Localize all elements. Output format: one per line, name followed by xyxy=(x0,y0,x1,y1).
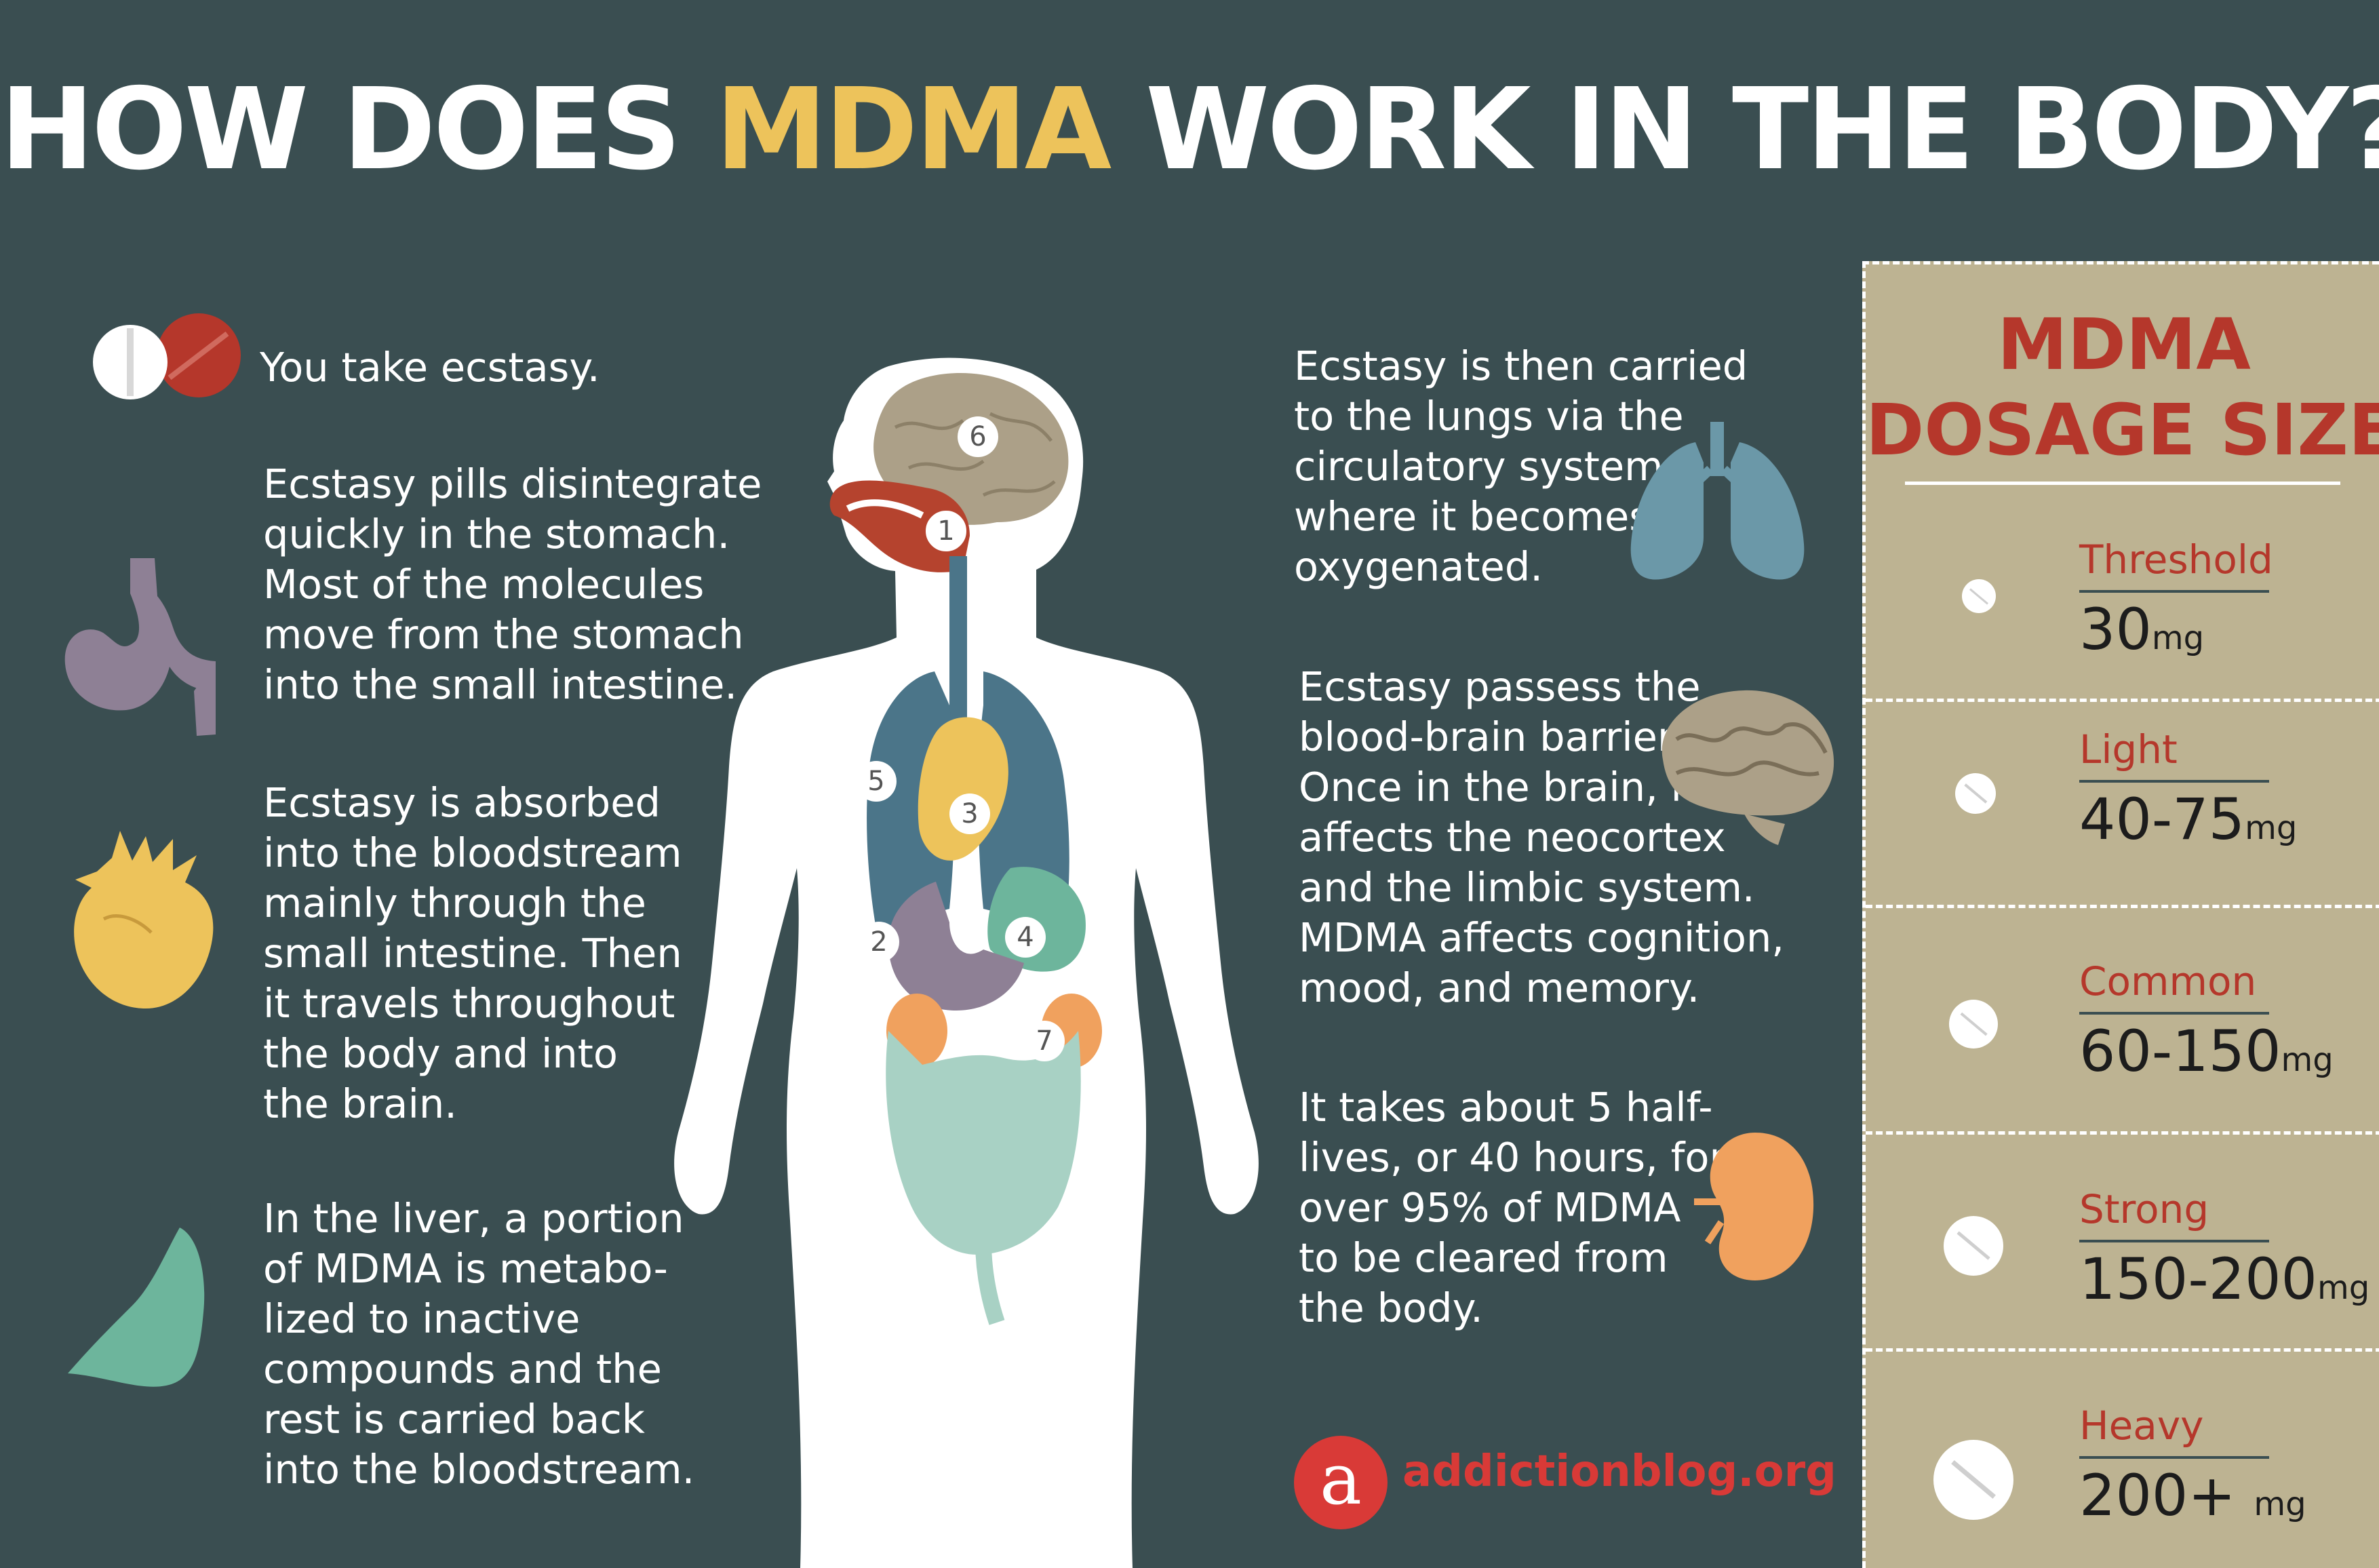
pill-icon xyxy=(1949,1000,1998,1048)
brain-icon xyxy=(1662,690,1834,845)
marker-2: 2 xyxy=(859,922,899,962)
addictionblog-logo: a xyxy=(1294,1436,1388,1529)
step-text-stomach: Ecstasy pills disintegrate quickly in th… xyxy=(263,460,762,708)
title-divider xyxy=(1905,482,2340,485)
lungs-icon xyxy=(1630,422,1805,580)
title-part1: HOW DOES xyxy=(0,64,682,195)
dosage-panel: MDMA DOSAGE SIZES Threshold 30mg Light 4… xyxy=(1862,261,2379,1568)
kidney-icon xyxy=(1694,1133,1814,1280)
page-title: HOW DOES MDMA WORK IN THE BODY? xyxy=(0,62,2379,198)
dosage-separator xyxy=(1866,905,2379,908)
step-text-lungs: Ecstasy is then carried to the lungs via… xyxy=(1294,342,1748,590)
pill-icon xyxy=(1944,1216,2003,1276)
step-text-brain: Ecstasy passess the blood-brain barrier.… xyxy=(1299,663,1785,1011)
title-part2: WORK IN THE BODY? xyxy=(1145,64,2379,195)
marker-3: 3 xyxy=(949,793,990,834)
dosage-separator xyxy=(1866,699,2379,702)
heart-icon xyxy=(74,831,214,1008)
marker-7: 7 xyxy=(1024,1021,1065,1061)
dosage-separator xyxy=(1866,1348,2379,1352)
pill-icon xyxy=(1933,1440,2013,1520)
step-text-clearance: It takes about 5 half- lives, or 40 hour… xyxy=(1299,1084,1726,1331)
title-accent: MDMA xyxy=(715,64,1112,195)
body-figure xyxy=(674,357,1259,1568)
brand-text: addictionblog.org xyxy=(1402,1447,1836,1497)
step-text-bloodstream: Ecstasy is absorbed into the bloodstream… xyxy=(263,779,682,1127)
marker-5: 5 xyxy=(856,761,897,802)
pill-icon xyxy=(1962,579,1996,613)
marker-6: 6 xyxy=(958,416,998,457)
pills-icon xyxy=(93,313,241,399)
liver-icon xyxy=(68,1228,205,1387)
step-text-liver: In the liver, a portion of MDMA is metab… xyxy=(263,1195,695,1493)
step-text-take-ecstasy: You take ecstasy. xyxy=(260,344,600,391)
dosage-separator xyxy=(1866,1131,2379,1135)
stomach-icon xyxy=(64,558,216,736)
dosage-panel-title: MDMA DOSAGE SIZES xyxy=(1866,303,2379,471)
marker-4: 4 xyxy=(1005,917,1046,958)
marker-1: 1 xyxy=(924,509,968,553)
pill-icon xyxy=(1955,773,1996,814)
